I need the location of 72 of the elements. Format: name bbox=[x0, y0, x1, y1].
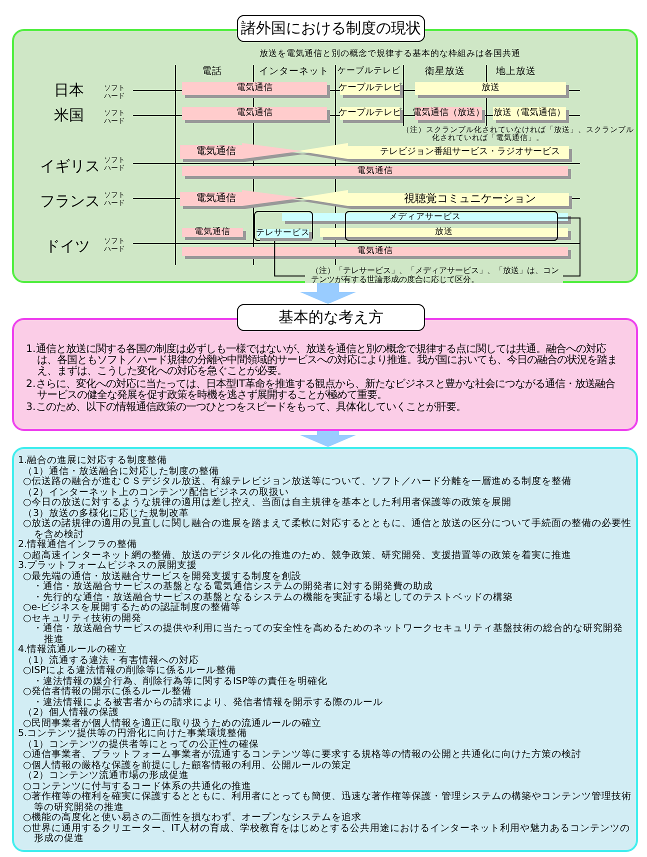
list-item: ○最先端の通信・放送融合サービスを開発支援する制度を創設 bbox=[23, 572, 302, 582]
service-bar: 電気通信（放送） bbox=[415, 107, 482, 120]
list-item: ○発信者情報の開示に係るルール整備 bbox=[23, 687, 192, 697]
list-item: ○セキュリティ技術の開発 bbox=[23, 614, 142, 624]
list-item: （2）インターネット上のコンテンツ配信ビジネスの取扱い bbox=[23, 488, 290, 498]
list-item: ○著作権等の権利を確実に保護するとともに、利用者にとっても簡便、迅速な著作権等保護・管理システムの構築やコンテンツ管理技術等の研究開発の推進 bbox=[23, 792, 632, 812]
paragraph: 1.通信と放送に関する各国の制度は必ずしも一様ではないが、放送を通信と別の概念で規律する点に関しては共通。融合への対応は、各国ともソフト／ハード規律の分離や中間領域的サービスへの対応により推進。我が国においても、今日の融合の状況を踏まえ、まずは、こうした変化への対応を急ぐことが必要。 bbox=[26, 344, 618, 378]
leader-line bbox=[274, 240, 306, 276]
list-item: （2）個人情報の保護 bbox=[23, 708, 120, 718]
country-name: イギリス bbox=[40, 158, 100, 174]
country-name: フランス bbox=[40, 193, 100, 210]
column-header: インターネット bbox=[259, 67, 329, 78]
service-bar: 電気通信 bbox=[182, 247, 568, 256]
service-bar: 電気通信 bbox=[182, 166, 568, 176]
service-bar: 電気通信 bbox=[182, 107, 327, 120]
header-text: 放送を電気通信と別の概念で規律する基本的な枠組みは各国共通 bbox=[260, 50, 520, 60]
service-bar: 電気通信 bbox=[182, 82, 327, 95]
panel-title: 基本的な考え方 bbox=[237, 304, 425, 331]
service-bar: ケーブルテレビ bbox=[340, 107, 400, 120]
service-bar: 電気通信 bbox=[182, 228, 243, 237]
column-header: 電話 bbox=[202, 67, 222, 78]
list-item: ○機能の高度化と使い易さの二面性を損なわず、オープンなシステムを追求 bbox=[23, 813, 362, 823]
list-item: ・通信・放送融合サービスの提供や利用に当たっての安全性を高めるためのネットワークセキュリティ基盤技術の総合的な研究開発推進 bbox=[33, 624, 624, 644]
list-item: 1.融合の進展に対応する制度整備 bbox=[18, 456, 168, 466]
list-item: 2.情報通信インフラの整備 bbox=[18, 540, 138, 550]
country-name: ドイツ bbox=[45, 238, 90, 254]
paragraph: 3.このため、以下の情報通信政策の一つひとつをスピードをもって、具体化していくことが肝要。 bbox=[26, 402, 467, 414]
leader-line bbox=[558, 218, 580, 276]
list-item: ○個人情報の厳格な保護を前提にした顧客情報の利用、公開ルールの策定 bbox=[23, 760, 352, 770]
list-item: ○伝送路の融合が進むＣＳデジタル放送、有線テレビジョン放送等について、ソフト／ハード分離を一層進める制度を整備 bbox=[23, 477, 572, 487]
list-item: ○放送の諸規律の適用の見直しに関し融合の進展を踏まえて柔軟に対応するとともに、通信と放送の区分について手続面の整備の必要性を含め検討 bbox=[23, 519, 632, 540]
block-arrow bbox=[300, 431, 356, 447]
list-item: ○超高速インターネット網の整備、放送のデジタル化の推進のため、競争政策、研究開発、支援措置等の政策を着実に推進 bbox=[23, 550, 572, 560]
list-item: ・通信・放送融合サービスの基盤となる電気通信システムの開発者に対する開発費の助成 bbox=[33, 582, 434, 592]
paragraph: 2.さらに、変化への対応に当たっては、日本型IT革命を推進する観点から、新たなビジネスと豊かな社会につながる通信・放送融合サービスの健全な発展を促す政策を時機を逃さず展開することが極めて重要。 bbox=[26, 378, 616, 401]
list-item: （1）通信・放送融合に対応した制度の整備 bbox=[23, 466, 220, 476]
list-item: ○今日の放送に対するような規律の適用は差し控え、当面は自主規律を基本とした利用者保護等の政策を展開 bbox=[23, 498, 512, 508]
list-item: ○ISPによる違法情報の削除等に係るルール整備 bbox=[23, 666, 237, 676]
list-item: ・違法情報の媒介行為、削除行為等に関するISP等の責任を明確化 bbox=[33, 676, 329, 686]
note-text: （注）「テレサービス」、「メディアサービス」、「放送」は、コンテンツが有する世論形成の度合に応じて区分。 bbox=[305, 265, 563, 283]
list-item: ○通信事業者、プラットフォーム事業者が流通するコンテンツ等に要求する規格等の情報の公開と共通化に向けた方策の検討 bbox=[23, 750, 582, 760]
column-header: 衛星放送 bbox=[425, 67, 465, 78]
country-name: 米国 bbox=[54, 107, 84, 124]
list-item: ・先行的な通信・放送融合サービスの基盤となるシステムの機能を実証する場としてのテストベッドの構築 bbox=[33, 592, 514, 602]
list-item: （1）コンテンツの提供者等にとっての公正性の確保 bbox=[23, 740, 260, 750]
list-item: ○e-ビジネスを展開するための認証制度の整備等 bbox=[23, 603, 242, 613]
list-item: ○世界に通用するクリエーター、IT人材の育成、学校教育をはじめとする公共用途におけるインターネット利用や魅力あるコンテンツの形成の促進 bbox=[23, 824, 631, 844]
block-arrow bbox=[300, 283, 356, 304]
list-item: ○コンテンツに付与するコード体系の共通化の推進 bbox=[23, 782, 252, 792]
country-name: 日本 bbox=[54, 82, 84, 98]
panel-title: 諸外国における制度の現状 bbox=[237, 15, 425, 42]
list-item: （2）コンテンツ流通市場の形成促進 bbox=[23, 771, 190, 781]
service-bar: 放送 bbox=[415, 82, 566, 95]
service-bar: メディアサービス bbox=[282, 213, 568, 221]
list-item: 4.情報流通ルールの確立 bbox=[18, 645, 128, 655]
arrow-shaped-bar: 電気通信 bbox=[180, 143, 305, 162]
column-header: 地上放送 bbox=[496, 67, 536, 78]
group-outline bbox=[345, 211, 558, 241]
service-bar: 放送（電気通信） bbox=[493, 107, 566, 120]
panel bbox=[12, 447, 638, 852]
list-item: （3）放送の多様化に応じた規制改革 bbox=[23, 508, 190, 518]
service-bar: 放送 bbox=[320, 228, 568, 237]
list-item: ・違法情報による被害者からの請求により、発信者情報を開示する際のルール bbox=[33, 698, 384, 708]
list-item: ○民間事業者が個人情報を適正に取り扱うための流通ルールの確立 bbox=[23, 718, 322, 728]
list-item: （1）流通する違法・有害情報への対応 bbox=[23, 656, 200, 666]
service-bar: ケーブルテレビ bbox=[340, 82, 400, 95]
list-item: 3.プラットフォームビジネスの展開支援 bbox=[18, 561, 198, 571]
arrow-shaped-bar: 電気通信 bbox=[180, 190, 305, 209]
column-header: ケーブルテレビ bbox=[338, 67, 400, 76]
group-outline bbox=[254, 211, 313, 241]
service-bar: テレサービス bbox=[257, 229, 309, 238]
list-item: 5.コンテンツ提供等の円滑化に向けた事業環境整備 bbox=[18, 729, 248, 739]
